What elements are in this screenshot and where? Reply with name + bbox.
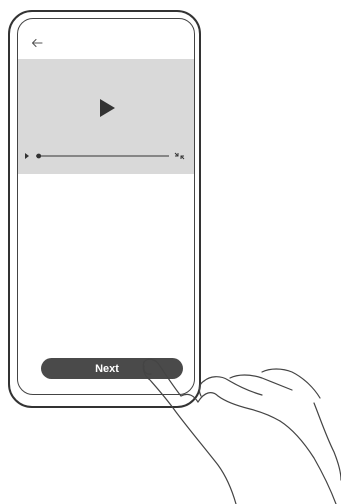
fullscreen-icon (175, 153, 184, 159)
progress-thumb (36, 154, 41, 159)
progress-bar[interactable] (24, 150, 188, 162)
video-player[interactable] (18, 59, 194, 174)
play-icon[interactable] (97, 97, 117, 119)
small-play-icon (25, 153, 29, 159)
back-button[interactable] (30, 37, 44, 49)
next-button-label: Next (95, 363, 119, 375)
next-button[interactable]: Next (41, 358, 183, 379)
phone-screen: Next (17, 18, 195, 395)
arrow-left-icon (31, 38, 43, 48)
